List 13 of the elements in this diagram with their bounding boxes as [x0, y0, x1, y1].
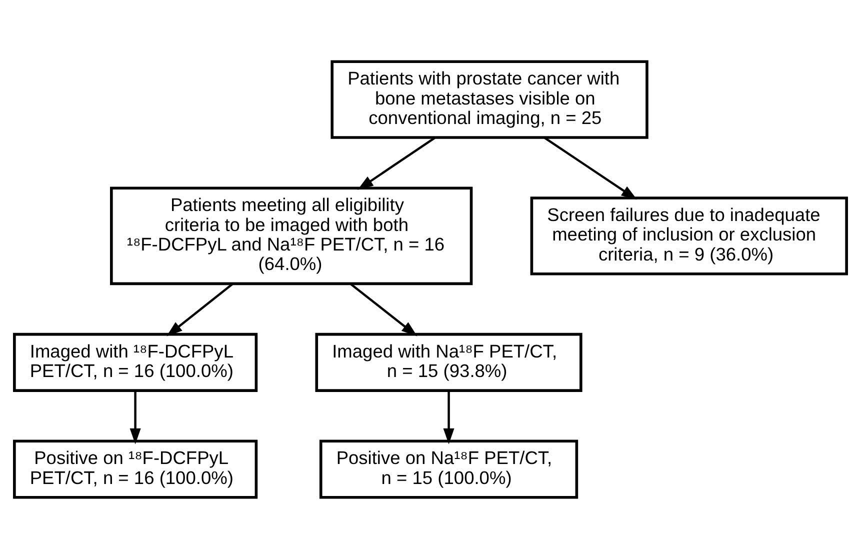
node-box: Patients meeting all eligibility criteria to be imaged with both ¹⁸F-DCFPyL and Na¹⁸F PET/CT, n = 16 (64.0%) [110, 186, 473, 286]
arrow [350, 282, 418, 336]
node-box: Imaged with ¹⁸F-DCFPyL PET/CT, n = 16 (100.0%) [13, 332, 258, 392]
arrow [443, 390, 454, 444]
arrow [166, 282, 234, 336]
node-box: Imaged with Na¹⁸F PET/CT, n = 15 (93.8%) [315, 332, 582, 392]
arrow [358, 136, 436, 190]
node-box: Positive on ¹⁸F-DCFPyL PET/CT, n = 16 (100.0%) [13, 440, 258, 499]
node-box: Screen failures due to inadequate meeting of inclusion or exclusion criteria, n = 9 (36.0%) [530, 196, 848, 276]
arrow [130, 390, 141, 444]
node-box: Positive on Na¹⁸F PET/CT, n = 15 (100.0%) [319, 440, 578, 499]
arrow [544, 136, 638, 200]
node-box: Patients with prostate cancer with bone metastases visible on conventional imaging, n = 25 [330, 60, 648, 139]
